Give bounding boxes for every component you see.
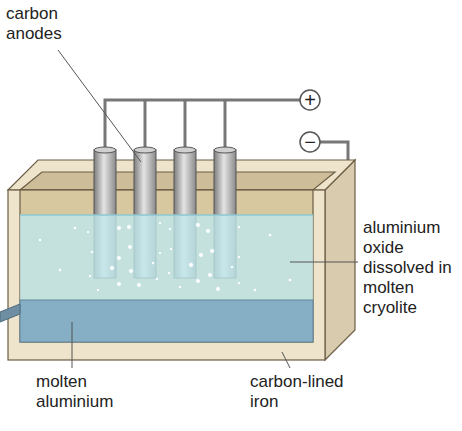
terminal-sign: −	[300, 131, 320, 153]
gas-bubbles	[38, 221, 292, 291]
negative-terminal	[300, 132, 320, 152]
leader-lines	[58, 50, 358, 368]
terminal-sign: +	[300, 89, 320, 111]
part-label: molten aluminium	[36, 372, 146, 412]
part-label: aluminium oxide dissolved in molten cryo…	[363, 218, 460, 318]
positive-terminal	[300, 90, 320, 110]
electrolyte	[20, 215, 313, 300]
tap-pipe	[0, 304, 20, 322]
molten-aluminium-layer	[20, 300, 313, 342]
part-label: carbon anodes	[6, 4, 78, 44]
part-label: carbon-lined iron	[250, 372, 370, 412]
